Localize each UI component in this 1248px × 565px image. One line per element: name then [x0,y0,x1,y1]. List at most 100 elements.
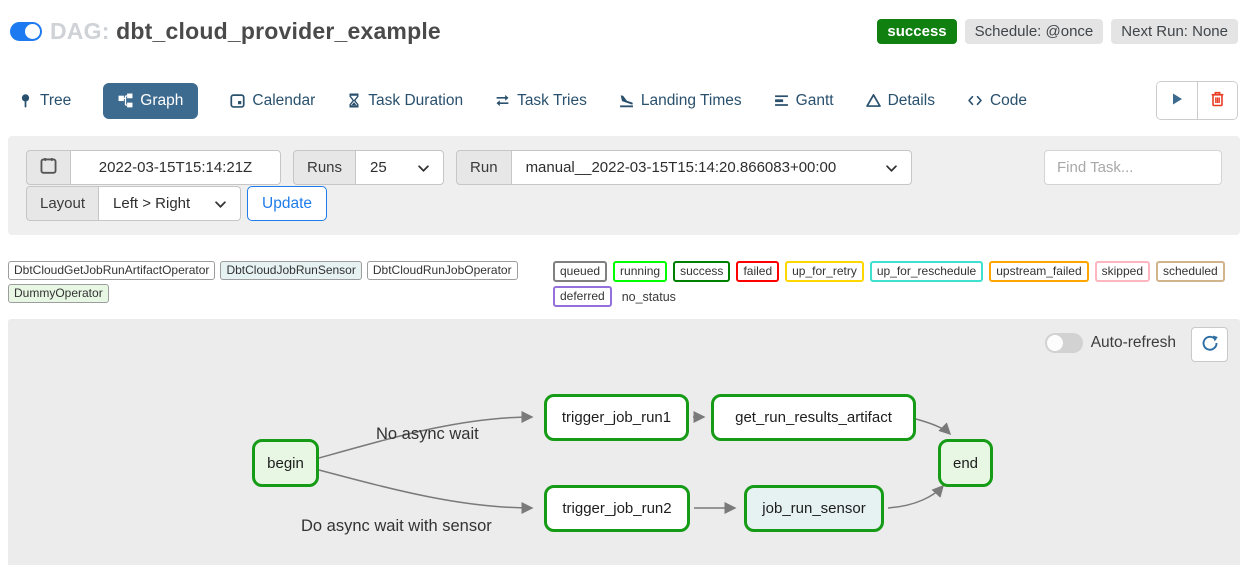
state-badge: deferred [553,286,612,307]
state-badge: upstream_failed [989,261,1089,282]
edge-label: Do async wait with sensor [301,517,492,535]
run-selected-value: manual__2022-03-15T15:14:20.866083+00:00 [525,159,837,176]
status-badge: success [877,19,957,44]
tab-tree[interactable]: Tree [18,83,71,119]
dag-pause-toggle[interactable] [10,22,42,41]
hourglass-icon [347,93,361,108]
operator-badge: DummyOperator [8,284,109,303]
dag-header: DAG: dbt_cloud_provider_example success … [0,0,1248,45]
auto-refresh-label: Auto-refresh [1090,334,1176,351]
base-date-group [26,150,281,185]
graph-node-trigger-job-run1[interactable]: trigger_job_run1 [544,394,689,441]
trigger-dag-button[interactable] [1157,82,1197,119]
state-badge: skipped [1094,261,1150,282]
runs-select[interactable]: 25 [356,150,445,185]
state-badge: running [613,261,668,282]
code-brackets-icon [967,93,983,108]
graph-icon [118,93,133,108]
operator-badge: DbtCloudJobRunSensor [220,261,362,280]
repeat-icon [495,93,510,108]
tab-label: Graph [140,91,184,109]
triangle-icon [865,93,881,108]
dag-action-buttons [1156,81,1238,120]
state-badge: scheduled [1156,261,1225,282]
landing-plane-icon [619,93,634,108]
dag-title-prefix: DAG: [50,18,110,44]
tab-gantt[interactable]: Gantt [774,83,834,119]
no-status-label: no_status [621,289,676,304]
toggle-knob [25,24,40,39]
update-button[interactable]: Update [247,186,328,221]
tab-landing-times[interactable]: Landing Times [619,83,742,119]
graph-node-begin[interactable]: begin [252,439,319,487]
chevron-down-icon [215,195,226,212]
layout-select[interactable]: Left > Right [99,186,242,221]
chevron-down-icon [418,159,429,176]
schedule-badge: Schedule: @once [964,19,1104,44]
next-run-badge: Next Run: None [1111,19,1238,44]
dag-graph-panel: Auto-refresh No async wait Do async wait… [8,319,1240,565]
runs-group: Runs 25 [293,150,445,185]
tree-pin-icon [18,93,33,108]
find-task-input[interactable] [1044,150,1222,185]
tab-task-tries[interactable]: Task Tries [495,83,587,119]
tab-label: Tree [40,91,72,109]
header-badges: success Schedule: @once Next Run: None [877,19,1238,44]
tab-label: Landing Times [640,91,742,109]
tab-label: Task Tries [517,91,587,109]
page-title: DAG: dbt_cloud_provider_example [50,18,441,45]
operator-badge: DbtCloudGetJobRunArtifactOperator [8,261,216,280]
layout-group: Layout Left > Right [26,186,242,221]
layout-selected-value: Left > Right [113,195,191,212]
graph-node-end[interactable]: end [938,439,993,487]
toggle-knob [1046,335,1063,351]
filter-row-2: Layout Left > Right Update [26,186,1222,221]
edge-label: No async wait [376,425,479,443]
legend: DbtCloudGetJobRunArtifactOperator DbtClo… [8,261,1240,307]
run-select[interactable]: manual__2022-03-15T15:14:20.866083+00:00 [511,150,912,185]
run-group: Run manual__2022-03-15T15:14:20.866083+0… [456,150,912,185]
view-tabbar: Tree Graph Calendar Task Duration Task T… [0,45,1248,120]
dag-title: dbt_cloud_provider_example [116,18,441,44]
run-label: Run [456,150,512,185]
calendar-icon [230,93,245,108]
delete-dag-button[interactable] [1197,82,1237,119]
filter-row-1: Runs 25 Run manual__2022-03-15T15:14:20.… [26,150,1222,185]
tab-calendar[interactable]: Calendar [230,83,315,119]
chevron-down-icon [885,159,897,176]
state-badge: up_for_reschedule [869,261,984,282]
play-icon [1170,92,1184,109]
calendar-addon-button[interactable] [26,150,71,185]
dag-edges [318,411,952,514]
tab-label: Calendar [252,91,316,109]
state-badge: up_for_retry [785,261,864,282]
refresh-icon [1201,334,1219,355]
tab-details[interactable]: Details [865,83,935,119]
runs-label: Runs [293,150,357,185]
graph-node-get-run-results-artifact[interactable]: get_run_results_artifact [711,394,916,441]
tab-task-duration[interactable]: Task Duration [347,83,463,119]
layout-label: Layout [26,186,100,221]
refresh-button[interactable] [1191,327,1228,362]
auto-refresh-control: Auto-refresh [1044,333,1176,353]
tab-label: Code [989,91,1028,109]
graph-node-job-run-sensor[interactable]: job_run_sensor [744,485,884,532]
state-badge: failed [736,261,780,282]
state-badge: queued [553,261,608,282]
tab-label: Gantt [795,91,834,109]
tab-label: Details [887,91,935,109]
runs-selected-value: 25 [370,159,387,176]
trash-icon [1210,91,1225,110]
calendar-icon [40,157,57,178]
operator-legend: DbtCloudGetJobRunArtifactOperator DbtClo… [8,261,553,303]
state-legend: queued running success failed up_for_ret… [553,261,1240,307]
state-badge: success [673,261,731,282]
tab-label: Task Duration [368,91,464,109]
operator-badge: DbtCloudRunJobOperator [366,261,518,280]
base-date-input[interactable] [71,150,281,185]
tab-code[interactable]: Code [967,83,1027,119]
tab-graph[interactable]: Graph [103,82,199,119]
graph-node-trigger-job-run2[interactable]: trigger_job_run2 [544,485,690,532]
auto-refresh-toggle[interactable] [1044,333,1083,353]
filter-panel: Runs 25 Run manual__2022-03-15T15:14:20.… [8,136,1240,235]
